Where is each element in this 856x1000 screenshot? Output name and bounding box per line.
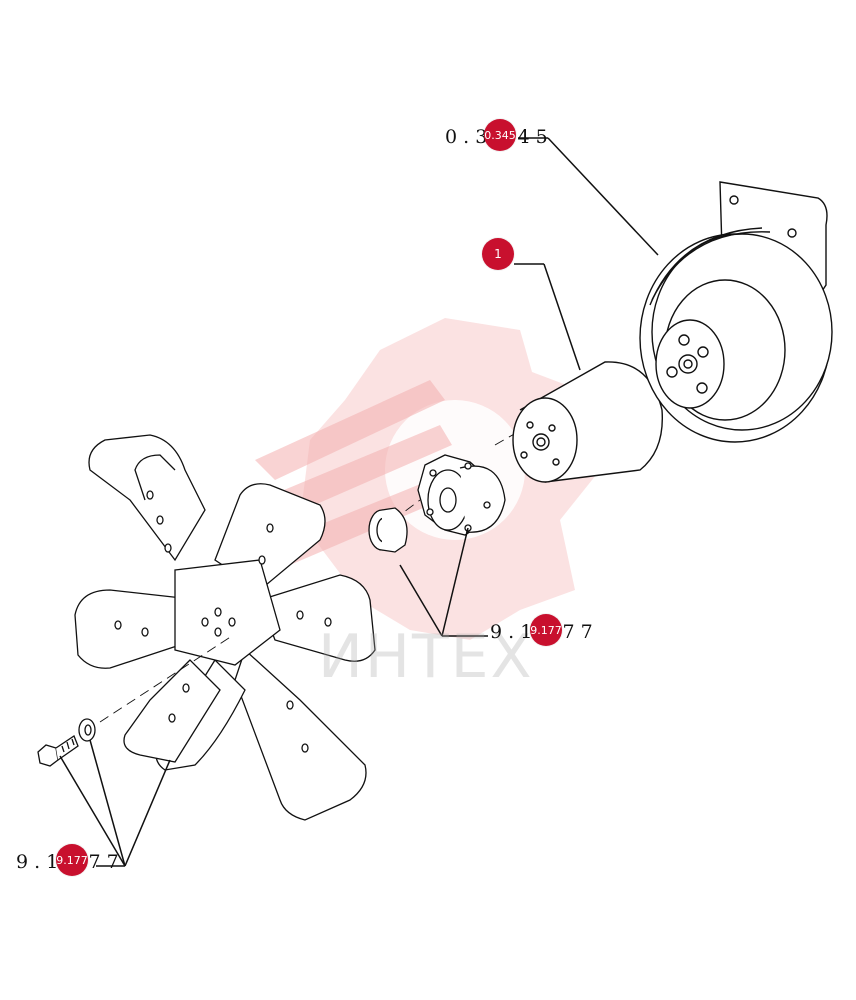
fan-blade xyxy=(234,648,367,821)
spacer-ring[interactable] xyxy=(368,507,408,553)
fan-hub-plate xyxy=(174,559,281,666)
pulley-reference-badge[interactable]: 0.345 xyxy=(484,119,516,151)
fan-blade xyxy=(74,589,201,669)
fan-blade xyxy=(123,659,221,763)
bolt-reference-badge[interactable]: 9.177 xyxy=(56,844,88,876)
item-1-badge[interactable]: 1 xyxy=(482,238,514,270)
bolt[interactable] xyxy=(37,735,79,767)
fan-blade-assembly[interactable] xyxy=(74,434,376,821)
washer[interactable] xyxy=(78,718,96,742)
cylinder-coupling[interactable] xyxy=(512,361,664,483)
leader-lines xyxy=(59,137,659,867)
hub-adapter[interactable] xyxy=(417,454,506,536)
watermark-text: ИНТЕХ xyxy=(318,622,534,692)
fan-blade xyxy=(259,574,376,662)
hub-reference-badge[interactable]: 9.177 xyxy=(530,614,562,646)
water-pump-pulley[interactable] xyxy=(639,181,833,443)
